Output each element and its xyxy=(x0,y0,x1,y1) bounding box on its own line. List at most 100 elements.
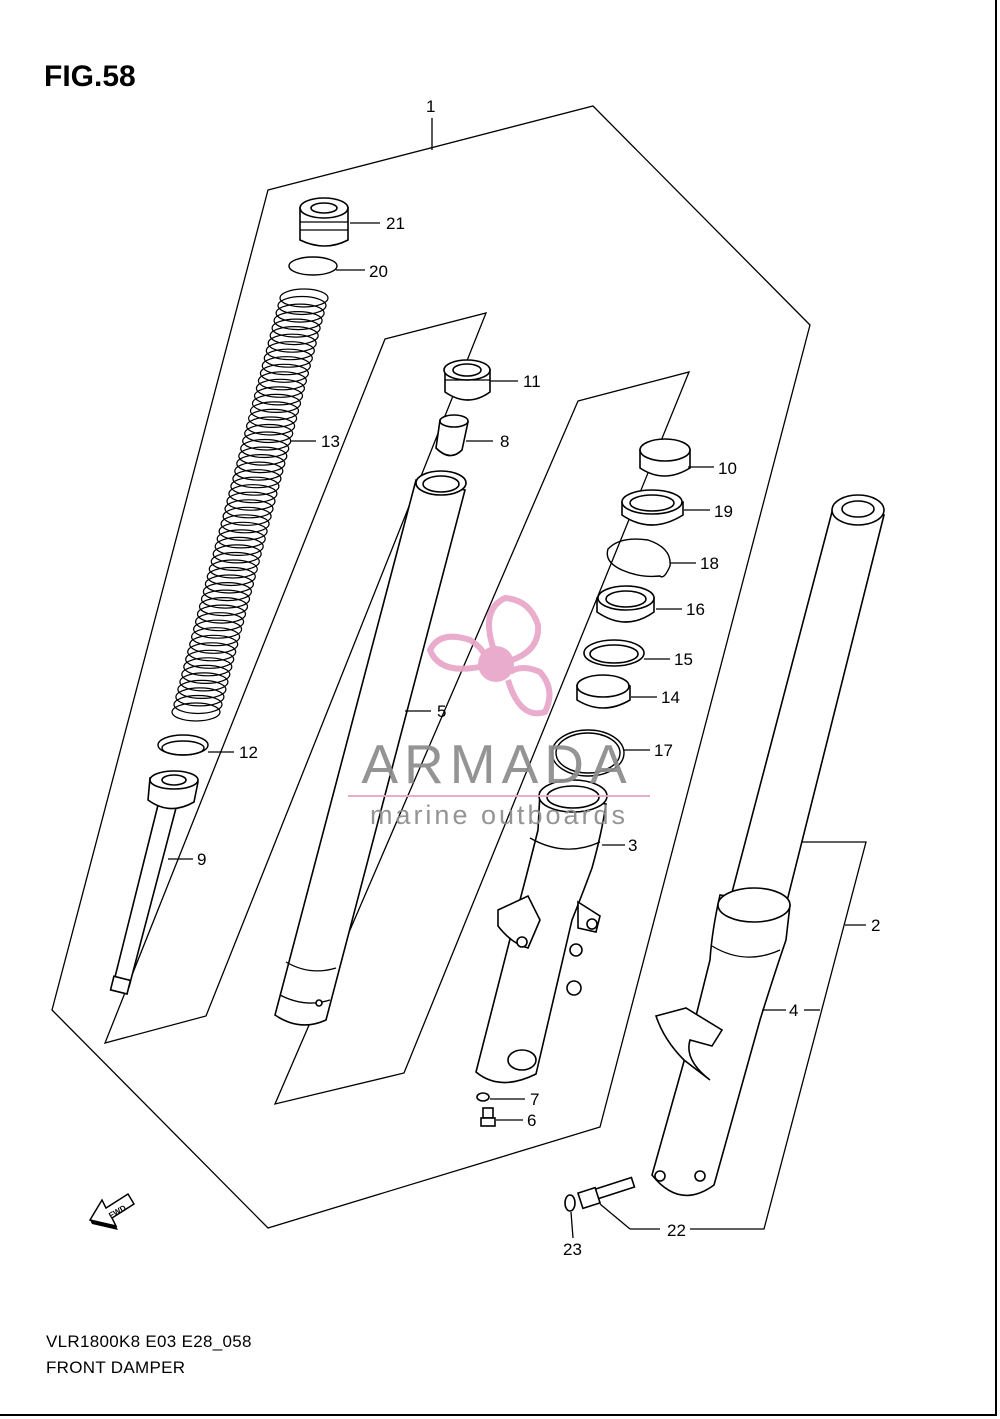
spring-coil xyxy=(236,454,286,474)
spring-coil xyxy=(259,363,309,383)
spring-coil xyxy=(218,521,268,541)
subassembly-outline-3 xyxy=(273,371,691,1105)
spring-coil xyxy=(279,288,329,308)
part-15-washer[interactable] xyxy=(583,639,645,667)
label-part-10[interactable]: 10 xyxy=(718,459,737,478)
spring-coil xyxy=(214,536,264,557)
spring-coil xyxy=(216,529,266,549)
part-20-o-ring[interactable] xyxy=(288,256,338,276)
part-6-drain-bolt[interactable] xyxy=(480,1107,496,1127)
spring-coil xyxy=(191,627,241,647)
part-21-cap-bolt[interactable] xyxy=(299,197,349,247)
spring-coil xyxy=(175,687,225,707)
spring-coil xyxy=(171,702,221,722)
part-19-dust-seal[interactable] xyxy=(621,489,684,526)
part-11-spacer[interactable] xyxy=(443,359,491,401)
part-labels: 1 2 3 4 5 6 7 8 9 10 11 12 13 14 15 16 1… xyxy=(197,97,880,1259)
subassembly-outline-9 xyxy=(103,312,488,1044)
spring-coil xyxy=(269,326,319,346)
spring-coil xyxy=(255,378,305,398)
spring-coil xyxy=(212,544,262,564)
part-2-front-fork-assembly[interactable] xyxy=(651,494,885,1197)
watermark-tagline: marine outboards xyxy=(370,800,628,830)
label-part-1[interactable]: 1 xyxy=(426,97,435,116)
part-13-spring[interactable] xyxy=(171,288,329,722)
label-part-17[interactable]: 17 xyxy=(654,741,673,760)
label-part-11[interactable]: 11 xyxy=(523,372,541,391)
spring-coil xyxy=(271,318,321,338)
part-10-bushing[interactable] xyxy=(639,438,691,477)
part-17-o-ring[interactable] xyxy=(551,729,625,777)
spring-coil xyxy=(234,461,284,481)
spring-coil xyxy=(198,596,249,617)
watermark-propeller-icon xyxy=(426,594,553,717)
spring-coil xyxy=(173,694,223,715)
label-part-9[interactable]: 9 xyxy=(197,850,206,869)
spring-coil xyxy=(224,499,274,519)
model-code: VLR1800K8 E03 E28_058 xyxy=(46,1332,252,1351)
label-part-6[interactable]: 6 xyxy=(527,1111,536,1130)
watermark-hub xyxy=(478,646,514,682)
spring-coil xyxy=(193,619,243,639)
diagram-caption: FRONT DAMPER xyxy=(46,1358,186,1377)
part-14-bushing[interactable] xyxy=(576,674,631,709)
spring-coil xyxy=(206,566,256,587)
label-part-8[interactable]: 8 xyxy=(500,432,509,451)
label-part-15[interactable]: 15 xyxy=(674,650,693,669)
spring-coil xyxy=(185,649,235,669)
label-part-5[interactable]: 5 xyxy=(437,702,446,721)
spring-coil xyxy=(261,356,311,376)
spring-coil xyxy=(277,295,327,316)
spring-coil xyxy=(177,679,227,700)
spring-coil xyxy=(187,642,237,662)
label-part-2[interactable]: 2 xyxy=(871,916,880,935)
watermark-brand: ARMADA xyxy=(361,733,632,795)
part-16-oil-seal[interactable] xyxy=(596,585,655,623)
label-part-4[interactable]: 4 xyxy=(789,1001,798,1020)
spring-coil xyxy=(183,657,233,677)
label-part-19[interactable]: 19 xyxy=(714,502,733,521)
part-7-gasket[interactable] xyxy=(476,1092,490,1102)
spring-coil xyxy=(230,476,280,496)
part-18-stopper-ring[interactable] xyxy=(606,538,671,578)
spring-coil xyxy=(195,612,245,632)
spring-coil xyxy=(202,581,252,602)
label-part-3[interactable]: 3 xyxy=(628,836,637,855)
figure-title: FIG.58 xyxy=(44,60,136,93)
spring-coil xyxy=(248,408,298,428)
spring-coil xyxy=(273,311,323,331)
spring-coil xyxy=(222,506,272,526)
spring-coil xyxy=(275,303,325,323)
spring-coil xyxy=(257,371,307,391)
label-part-22[interactable]: 22 xyxy=(667,1221,686,1240)
label-part-21[interactable]: 21 xyxy=(386,214,405,233)
label-part-13[interactable]: 13 xyxy=(321,432,340,451)
part-12-ring[interactable] xyxy=(157,734,209,756)
spring-coil xyxy=(196,604,247,624)
label-part-7[interactable]: 7 xyxy=(530,1090,539,1109)
part-5-cylinder[interactable] xyxy=(274,470,467,1026)
spring-coil xyxy=(179,672,229,692)
part-22-bolt[interactable] xyxy=(576,1176,636,1210)
spring-coil xyxy=(181,664,231,685)
spring-coil xyxy=(244,423,294,444)
label-part-23[interactable]: 23 xyxy=(563,1240,582,1259)
spring-coil xyxy=(253,386,304,406)
label-part-18[interactable]: 18 xyxy=(700,554,719,573)
part-8-collar[interactable] xyxy=(435,414,469,457)
spring-coil xyxy=(200,589,251,609)
spring-coil xyxy=(226,491,276,511)
spring-coil xyxy=(265,341,315,361)
spring-coil xyxy=(246,416,296,436)
label-part-20[interactable]: 20 xyxy=(369,262,388,281)
watermark: ARMADA marine outboards xyxy=(348,594,650,830)
part-9-damper-rod[interactable] xyxy=(109,770,199,995)
label-part-14[interactable]: 14 xyxy=(661,688,680,707)
label-part-12[interactable]: 12 xyxy=(239,743,258,762)
spring-coil xyxy=(251,393,302,413)
label-part-16[interactable]: 16 xyxy=(686,600,705,619)
part-23-washer[interactable] xyxy=(564,1194,576,1212)
assembly-outline-1 xyxy=(51,105,811,1229)
spring-coil xyxy=(204,574,254,594)
